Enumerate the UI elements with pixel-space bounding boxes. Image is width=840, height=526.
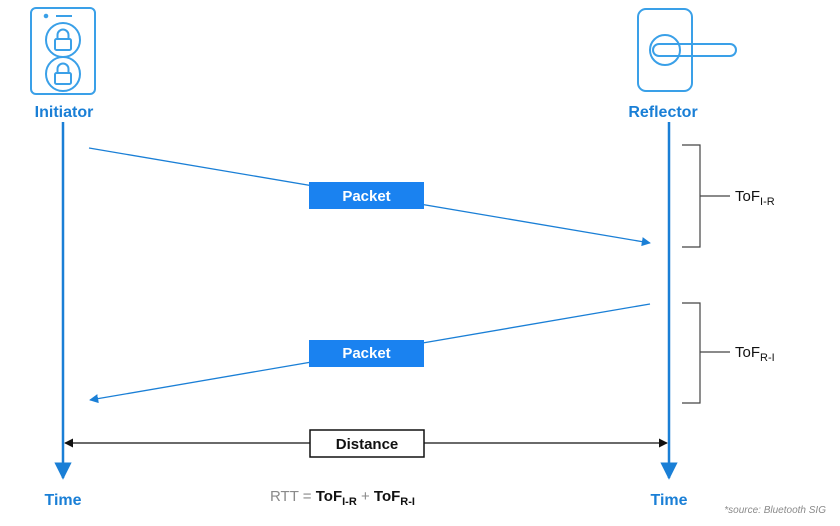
rtt-equals: = [299,488,316,505]
initiator-time-label: Time [44,492,81,509]
packet-label-forward-text: Packet [342,188,390,205]
packet-label-forward: Packet [309,182,424,209]
tof-reverse-label: ToFR-I [735,344,775,364]
rtt-equation: RTT = ToFI-R + ToFR-I [270,488,415,508]
packet-label-reverse: Packet [309,340,424,367]
door-handle-icon [637,8,737,92]
tof-forward-main: ToF [735,188,760,205]
tof-forward-bracket [682,144,701,248]
tof-forward-sub: I-R [760,196,775,208]
rtt-plus: + [357,488,374,505]
tof-forward-label: ToFI-R [735,188,775,208]
packet-label-reverse-text: Packet [342,345,390,362]
rtt-term2-sub: R-I [400,496,415,508]
rtt-term1-main: ToF [316,488,342,505]
rtt-term1-sub: I-R [342,496,357,508]
initiator-label: Initiator [35,104,94,121]
tof-reverse-bracket [682,302,701,404]
source-note: *source: Bluetooth SIG [724,505,826,516]
tof-reverse-sub: R-I [760,352,775,364]
tof-reverse-main: ToF [735,344,760,361]
reflector-label: Reflector [628,104,697,121]
distance-label: Distance [336,436,399,453]
reflector-time-label: Time [650,492,687,509]
smart-lock-icon [30,7,96,95]
rtt-term2-main: ToF [374,488,400,505]
rtt-prefix: RTT [270,488,299,505]
distance-label-box: Distance [309,429,425,458]
